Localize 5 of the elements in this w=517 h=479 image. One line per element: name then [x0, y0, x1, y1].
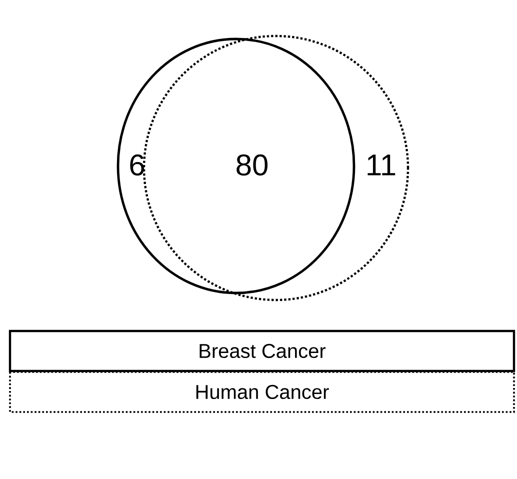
- count-label: 80: [236, 154, 268, 176]
- count-label: 6: [130, 154, 144, 176]
- legend-entry: Breast Cancer: [8, 330, 516, 372]
- count-label: 11: [368, 154, 396, 176]
- legend-entry: Human Cancer: [9, 371, 515, 413]
